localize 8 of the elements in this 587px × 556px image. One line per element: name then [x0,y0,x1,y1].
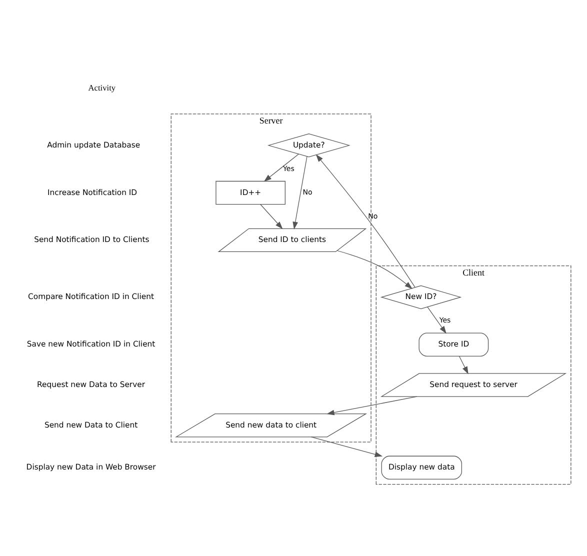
arrow [427,306,446,334]
arrow [336,250,412,289]
arrow [316,154,416,288]
arrow [264,154,300,182]
arrow [326,396,418,416]
arrow [260,204,283,230]
arrow [292,156,308,230]
arrow [459,356,468,374]
